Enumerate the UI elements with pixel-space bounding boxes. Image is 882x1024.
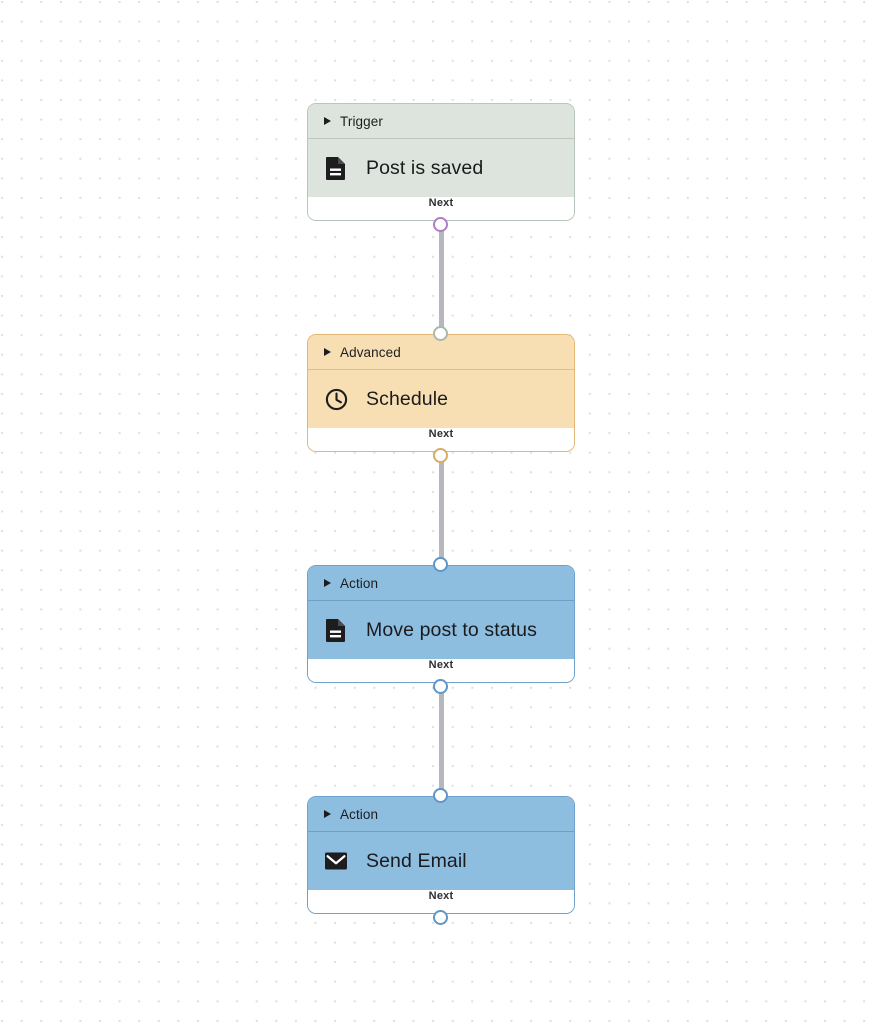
node-category-label: Advanced — [340, 344, 401, 360]
node-title-label: Send Email — [366, 849, 467, 872]
node-title-label: Post is saved — [366, 156, 484, 179]
node-footer-next[interactable]: Next — [308, 428, 574, 451]
edge-trigger-to-advanced[interactable] — [439, 222, 444, 334]
envelope-icon — [324, 849, 348, 873]
expand-triangle-icon[interactable] — [324, 117, 331, 125]
target-handle-action-send-email[interactable] — [433, 788, 448, 803]
edge-advanced-to-action-move-post[interactable] — [439, 453, 444, 566]
node-category-label: Trigger — [340, 113, 383, 129]
expand-triangle-icon[interactable] — [324, 810, 331, 818]
expand-triangle-icon[interactable] — [324, 579, 331, 587]
target-handle-action-move-post[interactable] — [433, 557, 448, 572]
source-handle-trigger[interactable] — [433, 217, 448, 232]
node-body-action-send-email[interactable]: Send Email — [308, 832, 574, 890]
workflow-node-trigger[interactable]: Trigger Post is saved Next — [307, 103, 575, 221]
node-body-trigger[interactable]: Post is saved — [308, 139, 574, 197]
source-handle-action-move-post[interactable] — [433, 679, 448, 694]
workflow-node-action-move-post[interactable]: Action Move post to status Next — [307, 565, 575, 683]
node-body-action-move-post[interactable]: Move post to status — [308, 601, 574, 659]
node-footer-next[interactable]: Next — [308, 890, 574, 913]
node-category-label: Action — [340, 575, 379, 591]
workflow-node-action-send-email[interactable]: Action Send Email Next — [307, 796, 575, 914]
workflow-node-advanced[interactable]: Advanced Schedule Next — [307, 334, 575, 452]
expand-triangle-icon[interactable] — [324, 348, 331, 356]
edge-action-move-post-to-action-send-email[interactable] — [439, 684, 444, 797]
source-handle-action-send-email[interactable] — [433, 910, 448, 925]
node-body-advanced[interactable]: Schedule — [308, 370, 574, 428]
document-icon — [324, 618, 348, 642]
source-handle-advanced[interactable] — [433, 448, 448, 463]
document-icon — [324, 156, 348, 180]
node-footer-next[interactable]: Next — [308, 197, 574, 220]
node-title-label: Schedule — [366, 387, 449, 410]
node-title-label: Move post to status — [366, 618, 537, 641]
clock-icon — [324, 387, 348, 411]
node-footer-next[interactable]: Next — [308, 659, 574, 682]
target-handle-advanced[interactable] — [433, 326, 448, 341]
node-header-trigger[interactable]: Trigger — [308, 104, 574, 139]
node-category-label: Action — [340, 806, 379, 822]
